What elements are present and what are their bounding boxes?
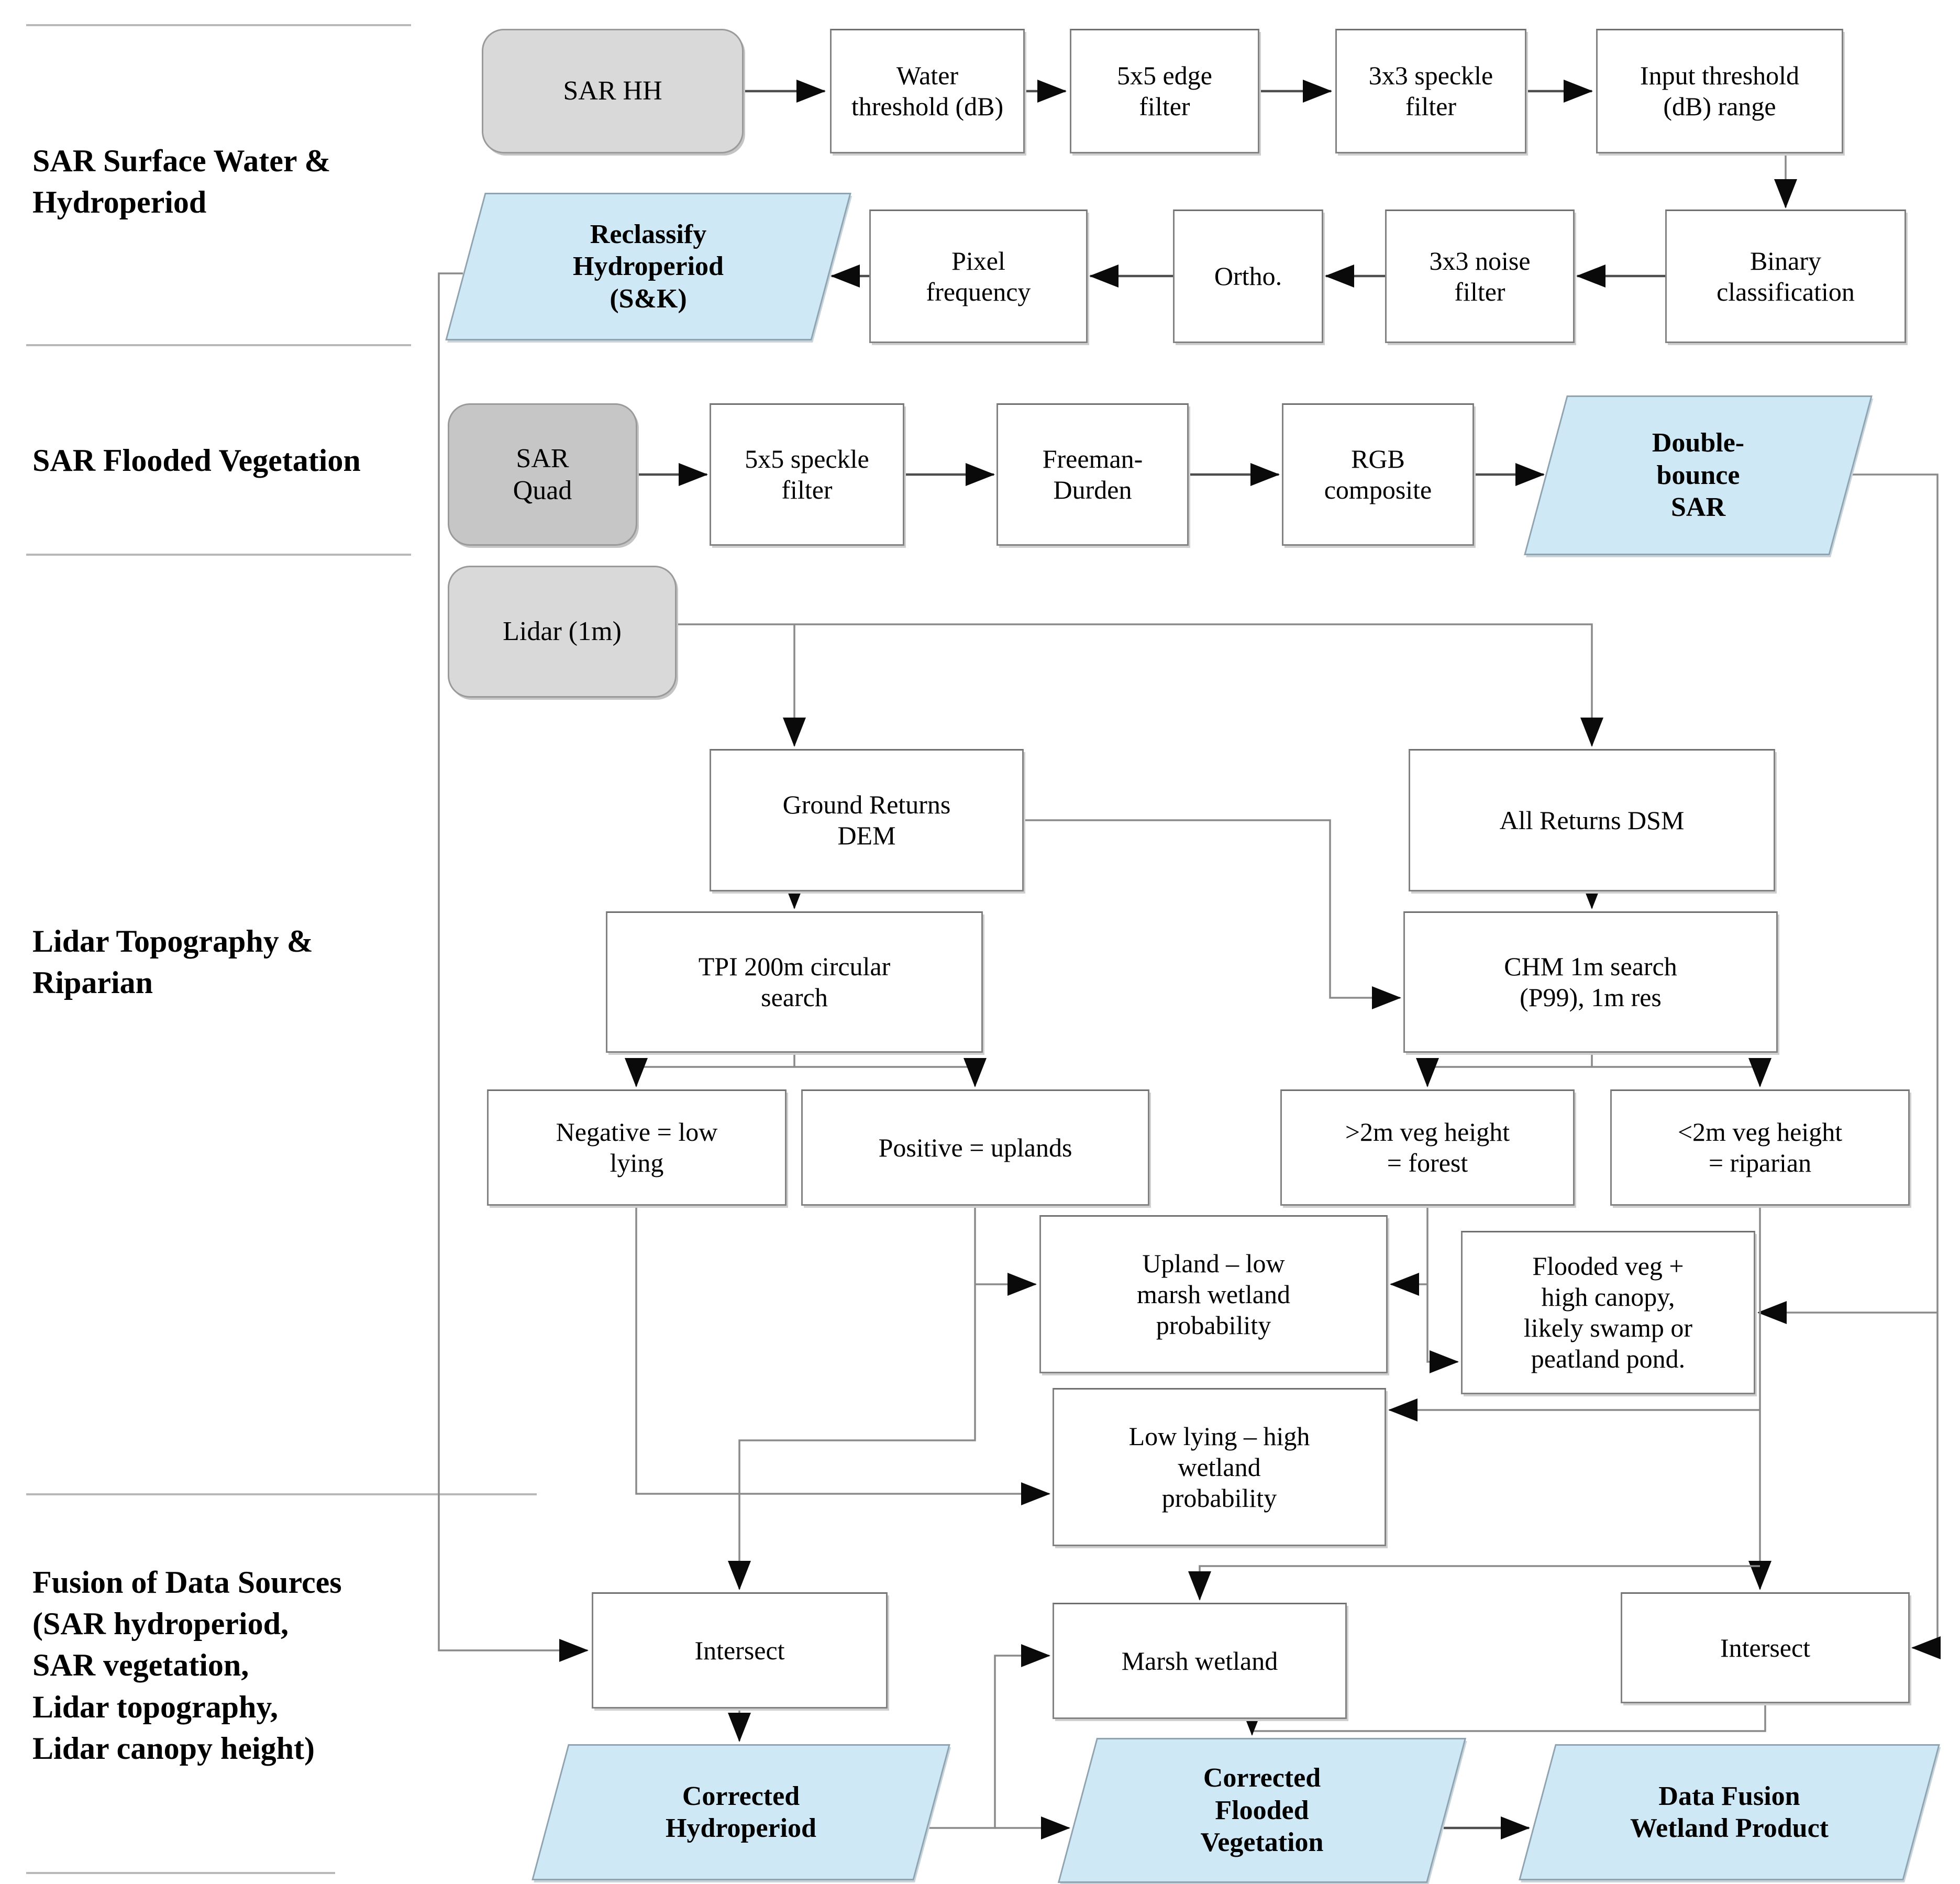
node-3x3-speckle-filter-label: 3x3 speckle filter (1368, 61, 1493, 121)
node-sar-hh: SAR HH (482, 29, 744, 153)
node-double-bounce-sar: Double- bounce SAR (1524, 395, 1873, 555)
node-forest-veg-height: >2m veg height = forest (1280, 1089, 1575, 1206)
node-lidar-1m: Lidar (1m) (448, 566, 677, 698)
node-intersect-left-label: Intersect (694, 1635, 785, 1665)
node-flooded-veg-high-canopy: Flooded veg + high canopy, likely swamp … (1461, 1231, 1755, 1394)
node-3x3-noise-filter: 3x3 noise filter (1385, 210, 1575, 343)
node-riparian-veg-height-label: <2m veg height = riparian (1677, 1117, 1843, 1177)
route-lidar-dsm (677, 623, 1603, 747)
node-3x3-speckle-filter: 3x3 speckle filter (1335, 29, 1526, 153)
node-upland-low-probability: Upland – low marsh wetland probability (1039, 1215, 1388, 1373)
node-water-threshold: Water threshold (dB) (830, 29, 1025, 153)
tpi-split-bar (636, 1053, 975, 1068)
node-data-fusion-wetland-product-label: Data Fusion Wetland Product (1630, 1781, 1829, 1843)
node-ground-returns-dem: Ground Returns DEM (710, 749, 1024, 891)
route-correctedhydro-marsh (928, 1644, 1050, 1829)
node-tpi-search-label: TPI 200m circular search (698, 952, 891, 1012)
route-dem-chm (1024, 819, 1401, 1009)
node-all-returns-dsm: All Returns DSM (1409, 749, 1775, 891)
node-5x5-edge-filter-label: 5x5 edge filter (1117, 61, 1212, 121)
node-upland-low-probability-label: Upland – low marsh wetland probability (1137, 1248, 1290, 1340)
node-riparian-veg-height: <2m veg height = riparian (1610, 1089, 1910, 1206)
node-data-fusion-wetland-product: Data Fusion Wetland Product (1519, 1744, 1940, 1880)
node-corrected-hydroperiod: Corrected Hydroperiod (531, 1744, 950, 1880)
node-all-returns-dsm-label: All Returns DSM (1499, 805, 1685, 835)
node-low-lying-high-probability: Low lying – high wetland probability (1053, 1388, 1386, 1546)
node-intersect-right-label: Intersect (1720, 1633, 1811, 1662)
route-reclassify-intersectleft (438, 272, 589, 1662)
route-forest-floodedveg (1426, 1206, 1459, 1373)
node-reclassify-hydroperiod: Reclassify Hydroperiod (S&K) (445, 193, 851, 340)
node-rgb-composite-label: RGB composite (1324, 444, 1432, 504)
node-pixel-frequency-label: Pixel frequency (926, 246, 1031, 306)
node-rgb-composite: RGB composite (1282, 403, 1474, 546)
node-double-bounce-sar-label: Double- bounce SAR (1652, 428, 1745, 523)
node-5x5-speckle-filter-label: 5x5 speckle filter (745, 444, 869, 504)
node-freeman-durden-label: Freeman- Durden (1042, 444, 1143, 504)
node-tpi-search: TPI 200m circular search (606, 911, 983, 1053)
node-binary-classification-label: Binary classification (1717, 246, 1855, 306)
route-doublebounce-intersectright (1852, 473, 1941, 1659)
node-marsh-wetland-label: Marsh wetland (1121, 1646, 1278, 1676)
node-input-threshold-label: Input threshold (dB) range (1640, 61, 1800, 121)
node-lidar-1m-label: Lidar (1m) (503, 616, 622, 647)
route-negative-lowlying (635, 1206, 1050, 1505)
node-water-threshold-label: Water threshold (dB) (851, 61, 1004, 121)
node-positive-uplands: Positive = uplands (801, 1089, 1149, 1206)
node-3x3-noise-filter-label: 3x3 noise filter (1429, 246, 1531, 306)
node-reclassify-hydroperiod-label: Reclassify Hydroperiod (S&K) (573, 219, 724, 314)
node-5x5-speckle-filter: 5x5 speckle filter (710, 403, 904, 546)
node-5x5-edge-filter: 5x5 edge filter (1070, 29, 1259, 153)
node-corrected-flooded-vegetation: Corrected Flooded Vegetation (1057, 1738, 1467, 1883)
node-corrected-flooded-vegetation-label: Corrected Flooded Vegetation (1200, 1763, 1324, 1858)
node-intersect-right: Intersect (1621, 1592, 1910, 1703)
node-negative-low-lying-label: Negative = low lying (556, 1117, 718, 1177)
node-input-threshold: Input threshold (dB) range (1596, 29, 1843, 153)
section-label-fusion: Fusion of Data Sources (SAR hydroperiod,… (32, 1565, 342, 1766)
node-ortho: Ortho. (1173, 210, 1323, 343)
node-corrected-hydroperiod-label: Corrected Hydroperiod (666, 1781, 816, 1843)
node-chm-search: CHM 1m search (P99), 1m res (1403, 911, 1778, 1053)
node-ortho-label: Ortho. (1214, 261, 1282, 291)
section-label-lidar-topography: Lidar Topography & Riparian (32, 924, 313, 1000)
node-positive-uplands-label: Positive = uplands (878, 1132, 1072, 1162)
section-label-sar-flooded-vegetation: SAR Flooded Vegetation (32, 443, 361, 478)
node-pixel-frequency: Pixel frequency (869, 210, 1088, 343)
node-freeman-durden: Freeman- Durden (996, 403, 1189, 546)
branch-riparian-marsh (1188, 1565, 1760, 1601)
section-label-sar-surface-water: SAR Surface Water & Hydroperiod (32, 144, 331, 220)
node-binary-classification: Binary classification (1665, 210, 1906, 343)
node-flooded-veg-high-canopy-label: Flooded veg + high canopy, likely swamp … (1523, 1251, 1693, 1373)
node-negative-low-lying: Negative = low lying (487, 1089, 787, 1206)
node-sar-quad: SAR Quad (448, 403, 637, 546)
node-marsh-wetland: Marsh wetland (1053, 1603, 1347, 1719)
node-sar-quad-label: SAR Quad (513, 443, 572, 505)
node-sar-hh-label: SAR HH (563, 76, 662, 106)
node-low-lying-high-probability-label: Low lying – high wetland probability (1128, 1421, 1310, 1513)
route-intersectright-correctedfloodedveg (1241, 1703, 1766, 1736)
node-intersect-left: Intersect (592, 1592, 888, 1709)
route-positive-intersectleft (728, 1206, 976, 1590)
node-forest-veg-height-label: >2m veg height = forest (1345, 1117, 1510, 1177)
node-ground-returns-dem-label: Ground Returns DEM (782, 790, 951, 850)
node-chm-search-label: CHM 1m search (P99), 1m res (1504, 952, 1677, 1012)
chm-split-bar (1427, 1053, 1760, 1068)
